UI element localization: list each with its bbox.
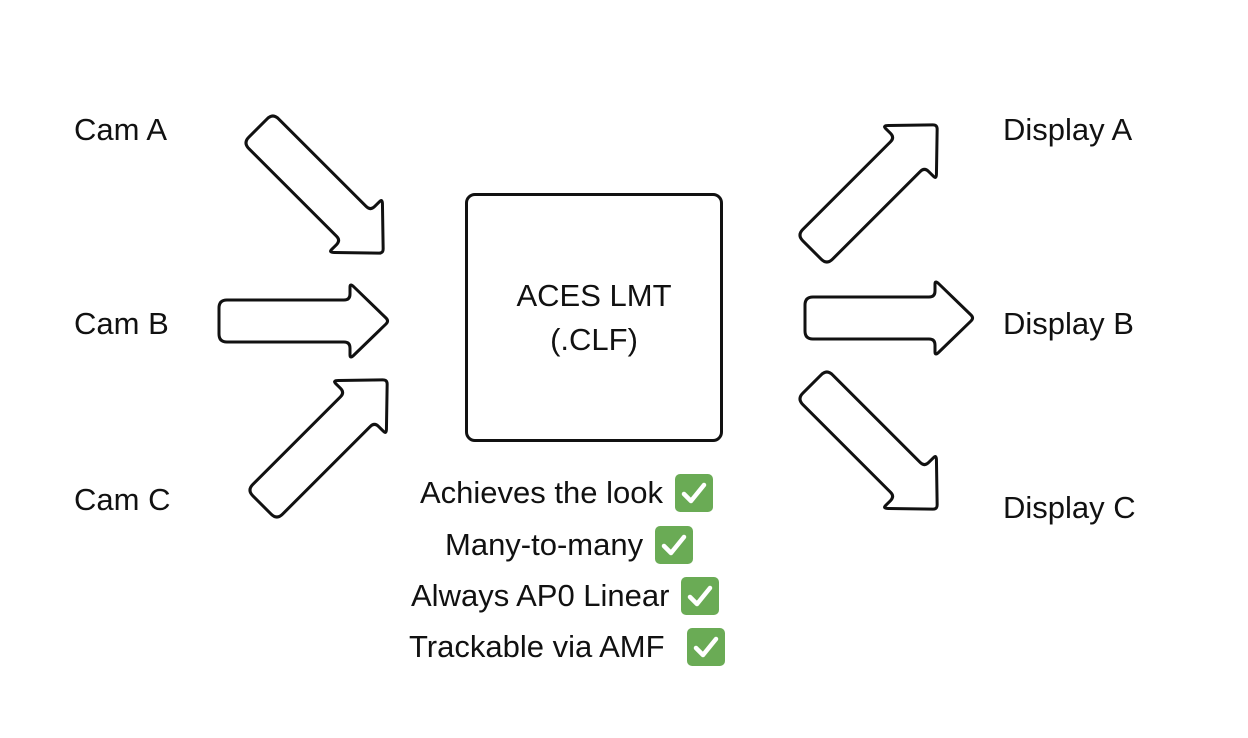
arrow-display-b-icon <box>803 280 974 356</box>
checklist-item-text: Always AP0 Linear <box>411 578 670 613</box>
checklist-item-text: Achieves the look <box>420 475 663 510</box>
arrow-display-c-icon <box>798 370 939 511</box>
output-label-display-a: Display A <box>1003 112 1133 147</box>
box-title: ACES LMT <box>516 278 672 313</box>
output-label-display-b: Display B <box>1003 306 1134 341</box>
arrow-cam-a-icon <box>244 114 385 255</box>
checklist-item: Always AP0 Linear <box>411 577 720 615</box>
arrow-cam-c-icon <box>248 378 389 519</box>
aces-lmt-box-text: ACES LMT (.CLF) <box>468 274 720 362</box>
output-label-display-c: Display C <box>1003 490 1136 525</box>
checklist-item: Many-to-many <box>445 526 694 564</box>
arrow-cam-b-icon <box>217 283 389 359</box>
checklist-item: Achieves the look <box>420 474 713 512</box>
checklist-item: Trackable via AMF <box>409 628 725 666</box>
check-mark-icon <box>674 474 713 512</box>
box-subtitle: (.CLF) <box>550 322 638 357</box>
arrow-display-a-icon <box>798 123 939 264</box>
input-label-cam-a: Cam A <box>74 112 168 147</box>
checklist-item-text: Many-to-many <box>445 527 644 562</box>
check-mark-icon <box>686 628 725 666</box>
input-label-cam-b: Cam B <box>74 306 169 341</box>
checklist-item-text: Trackable via AMF <box>409 629 665 664</box>
check-mark-icon <box>655 526 694 564</box>
aces-lmt-box: ACES LMT (.CLF) <box>465 193 723 442</box>
check-mark-icon <box>681 577 720 615</box>
input-label-cam-c: Cam C <box>74 482 171 517</box>
